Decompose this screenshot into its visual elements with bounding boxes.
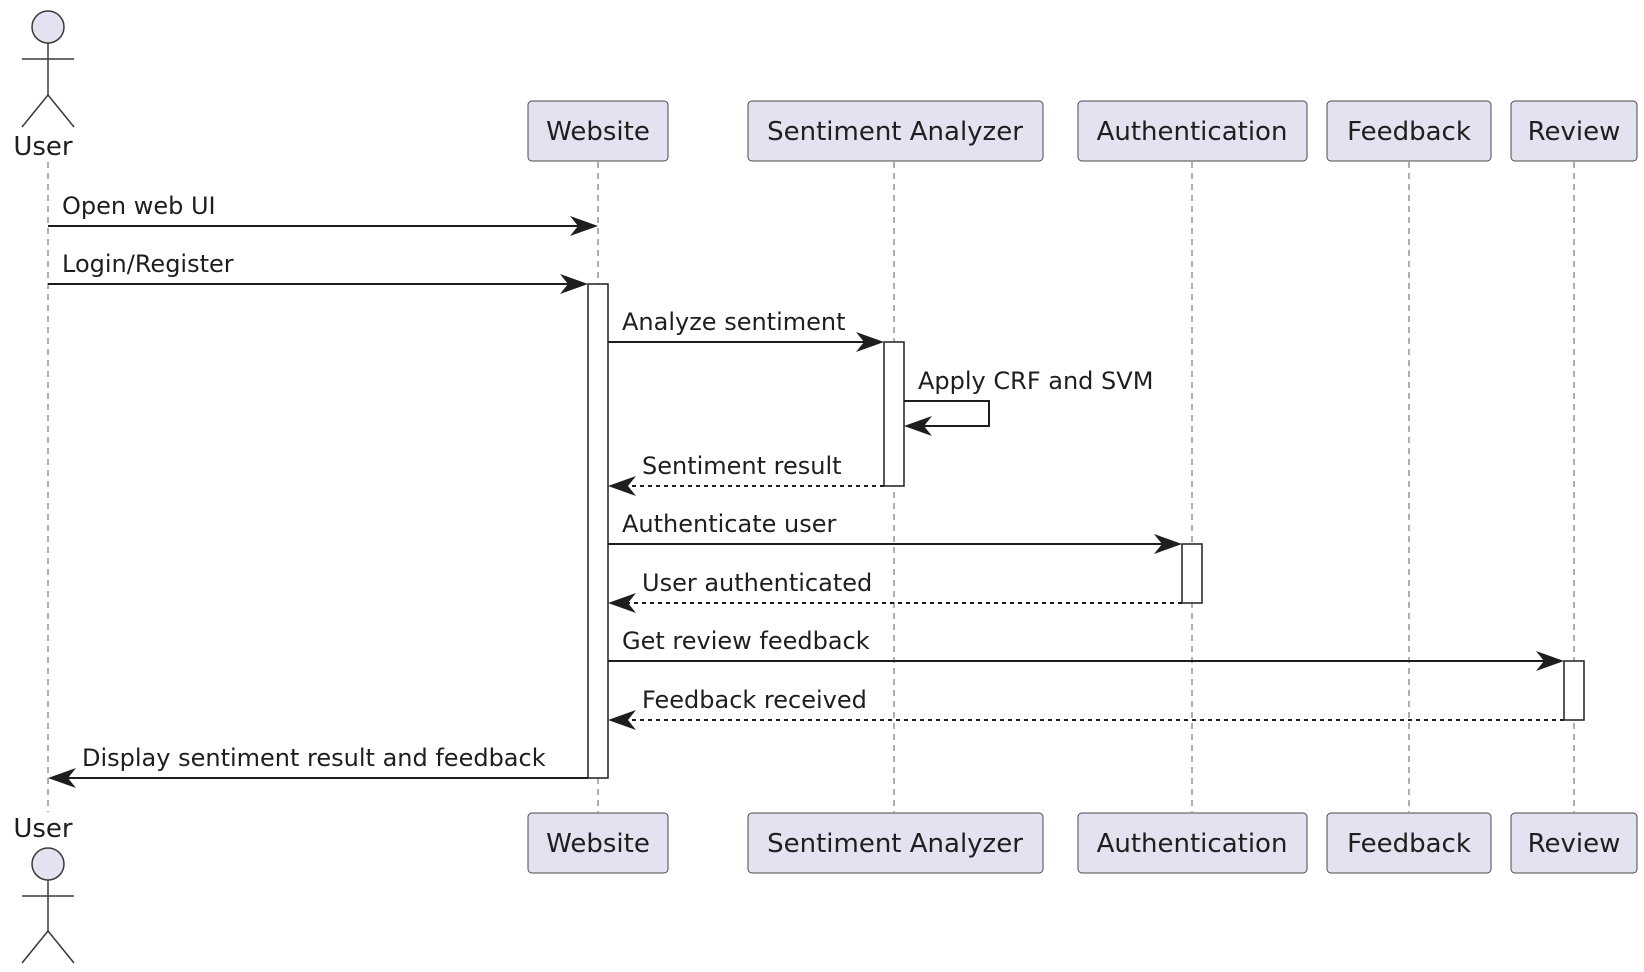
participant-label-user-top: User bbox=[13, 132, 73, 162]
activation-sentiment-analyzer bbox=[883, 341, 905, 487]
message-5: Sentiment result bbox=[608, 452, 884, 496]
participant-label-website-bottom: Website bbox=[546, 829, 650, 859]
message-label: Authenticate user bbox=[622, 510, 836, 538]
arrow-left-icon bbox=[904, 416, 932, 436]
message-label: Apply CRF and SVM bbox=[918, 367, 1153, 395]
arrow-right-icon bbox=[560, 274, 588, 294]
participant-website-top: Website bbox=[527, 100, 669, 162]
message-label: Analyze sentiment bbox=[622, 308, 846, 336]
message-6: Authenticate user bbox=[608, 510, 1182, 554]
participant-label-review-bottom: Review bbox=[1528, 829, 1621, 859]
arrow-right-icon bbox=[856, 332, 884, 352]
message-10: Display sentiment result and feedback bbox=[48, 744, 588, 788]
arrow-right-icon bbox=[570, 216, 598, 236]
participant-label-authentication-bottom: Authentication bbox=[1097, 829, 1288, 859]
message-label: Sentiment result bbox=[642, 452, 842, 480]
message-label: Feedback received bbox=[642, 686, 867, 714]
arrow-left-icon bbox=[608, 710, 636, 730]
message-2: Login/Register bbox=[48, 250, 588, 294]
arrow-left-icon bbox=[48, 768, 76, 788]
message-label: User authenticated bbox=[642, 569, 872, 597]
message-4-self: Apply CRF and SVM bbox=[904, 367, 1153, 436]
participant-feedback-top: Feedback bbox=[1326, 100, 1492, 162]
actor-user-bottom: User bbox=[13, 814, 75, 964]
arrow-left-icon bbox=[608, 593, 636, 613]
actor-head-icon bbox=[31, 10, 65, 44]
participant-label-website-top: Website bbox=[546, 117, 650, 147]
participant-feedback-bottom: Feedback bbox=[1326, 812, 1492, 874]
participant-label-review-top: Review bbox=[1528, 117, 1621, 147]
message-9: Feedback received bbox=[608, 686, 1564, 730]
message-label: Login/Register bbox=[62, 250, 234, 278]
participant-authentication-top: Authentication bbox=[1077, 100, 1308, 162]
arrow-left-icon bbox=[608, 476, 636, 496]
participant-label-user-bottom: User bbox=[13, 814, 73, 844]
participant-authentication-bottom: Authentication bbox=[1077, 812, 1308, 874]
participant-sentiment-analyzer-top: Sentiment Analyzer bbox=[747, 100, 1044, 162]
arrow-right-icon bbox=[1154, 534, 1182, 554]
arrow-right-icon bbox=[1536, 651, 1564, 671]
participant-website-bottom: Website bbox=[527, 812, 669, 874]
participant-label-sentiment-analyzer-bottom: Sentiment Analyzer bbox=[767, 829, 1023, 859]
participant-label-authentication-top: Authentication bbox=[1097, 117, 1288, 147]
message-7: User authenticated bbox=[608, 569, 1182, 613]
message-1: Open web UI bbox=[48, 192, 598, 236]
participant-sentiment-analyzer-bottom: Sentiment Analyzer bbox=[747, 812, 1044, 874]
activation-website bbox=[587, 283, 609, 779]
participant-label-feedback-top: Feedback bbox=[1347, 117, 1471, 147]
message-label: Display sentiment result and feedback bbox=[82, 744, 546, 772]
activation-authentication bbox=[1181, 543, 1203, 604]
activation-review bbox=[1563, 660, 1585, 721]
participant-review-bottom: Review bbox=[1510, 812, 1638, 874]
actor-head-icon bbox=[31, 847, 65, 881]
participant-label-feedback-bottom: Feedback bbox=[1347, 829, 1471, 859]
actor-user-top: User bbox=[13, 10, 75, 162]
participant-label-sentiment-analyzer-top: Sentiment Analyzer bbox=[767, 117, 1023, 147]
message-8: Get review feedback bbox=[608, 627, 1564, 671]
message-label: Get review feedback bbox=[622, 627, 870, 655]
participant-review-top: Review bbox=[1510, 100, 1638, 162]
message-label: Open web UI bbox=[62, 192, 216, 220]
message-3: Analyze sentiment bbox=[608, 308, 884, 352]
